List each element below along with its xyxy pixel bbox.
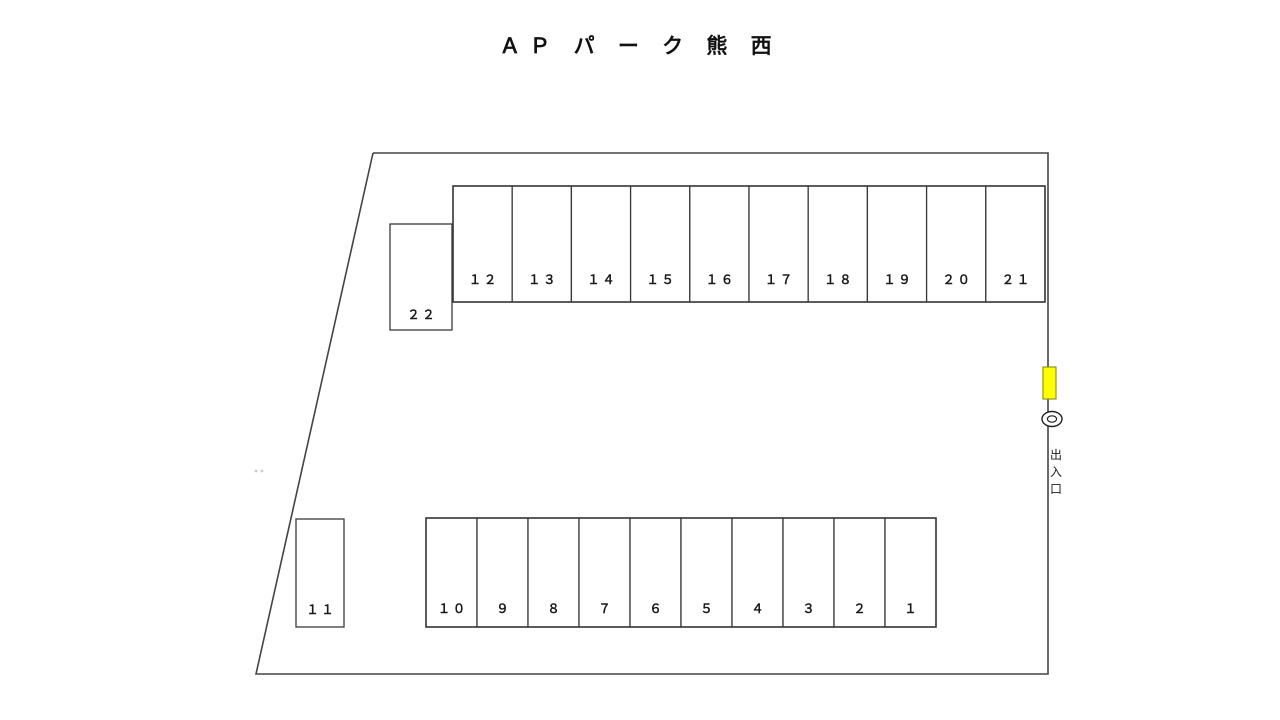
entrance-char-1: 出 <box>1049 448 1062 462</box>
stall-number-label: １２ <box>469 273 499 287</box>
parking-stall-１８[interactable] <box>807 185 869 303</box>
parking-stall-７[interactable] <box>578 517 631 628</box>
convex-mirror-inner-icon <box>1046 415 1058 423</box>
yellow-gate-marker <box>1042 366 1057 400</box>
entrance-markers <box>1041 366 1063 428</box>
lot-boundary-outline <box>255 152 1049 675</box>
stall-number-label: ２１ <box>1002 273 1032 287</box>
entrance-exit-label: 出 入 口 <box>1045 447 1067 498</box>
upper-stall-row: １２ １３ １４ １５ １６ １７ １８ １９ ２０ ２１ <box>452 185 1046 303</box>
parking-stall-４[interactable] <box>731 517 784 628</box>
stall-number-label: １４ <box>587 273 617 287</box>
stall-number-label: ２ <box>853 602 868 616</box>
standalone-stalls: ２２ １１ <box>295 223 453 628</box>
stall-number-label: ９ <box>496 602 511 616</box>
stall-number-label: ３ <box>802 602 817 616</box>
stall-number-label: １ <box>904 602 919 616</box>
entrance-char-3: 口 <box>1049 482 1062 496</box>
stall-number-label: ８ <box>547 602 562 616</box>
stall-number-label: １１ <box>306 603 336 617</box>
parking-stall-８[interactable] <box>527 517 580 628</box>
stall-number-label: ７ <box>598 602 613 616</box>
stall-number-label: １６ <box>706 273 736 287</box>
stall-number-label: １５ <box>646 273 676 287</box>
stall-number-label: １７ <box>765 273 795 287</box>
stall-block-frame <box>425 517 937 628</box>
stall-number-label: ５ <box>700 602 715 616</box>
parking-stall-２[interactable] <box>833 517 886 628</box>
faint-survey-dot <box>260 469 264 473</box>
stall-number-label: １０ <box>438 602 468 616</box>
parking-stall-３[interactable] <box>782 517 835 628</box>
faint-survey-marks <box>254 469 264 473</box>
stall-11[interactable] <box>295 518 345 628</box>
stall-number-label: ４ <box>751 602 766 616</box>
page-title: ＡＰ パ ー ク 熊 西 <box>499 34 781 58</box>
entrance-char-2: 入 <box>1049 465 1062 479</box>
faint-survey-dot <box>254 469 258 473</box>
lower-stall-row: １０ ９ ８ ７ ６ ５ ４ ３ ２ １ <box>425 517 937 628</box>
parking-stall-６[interactable] <box>629 517 682 628</box>
stall-number-label: ２０ <box>942 273 972 287</box>
stall-22[interactable] <box>389 223 453 331</box>
stall-number-label: １３ <box>528 273 558 287</box>
stall-number-label: １８ <box>824 273 854 287</box>
stall-number-label: ２２ <box>407 308 437 322</box>
stall-number-label: ６ <box>649 602 664 616</box>
parking-stall-１[interactable] <box>884 517 937 628</box>
stall-block-frame <box>452 185 1046 303</box>
stall-number-label: １９ <box>883 273 913 287</box>
parking-stall-５[interactable] <box>680 517 733 628</box>
parking-stall-２１[interactable] <box>985 185 1046 303</box>
